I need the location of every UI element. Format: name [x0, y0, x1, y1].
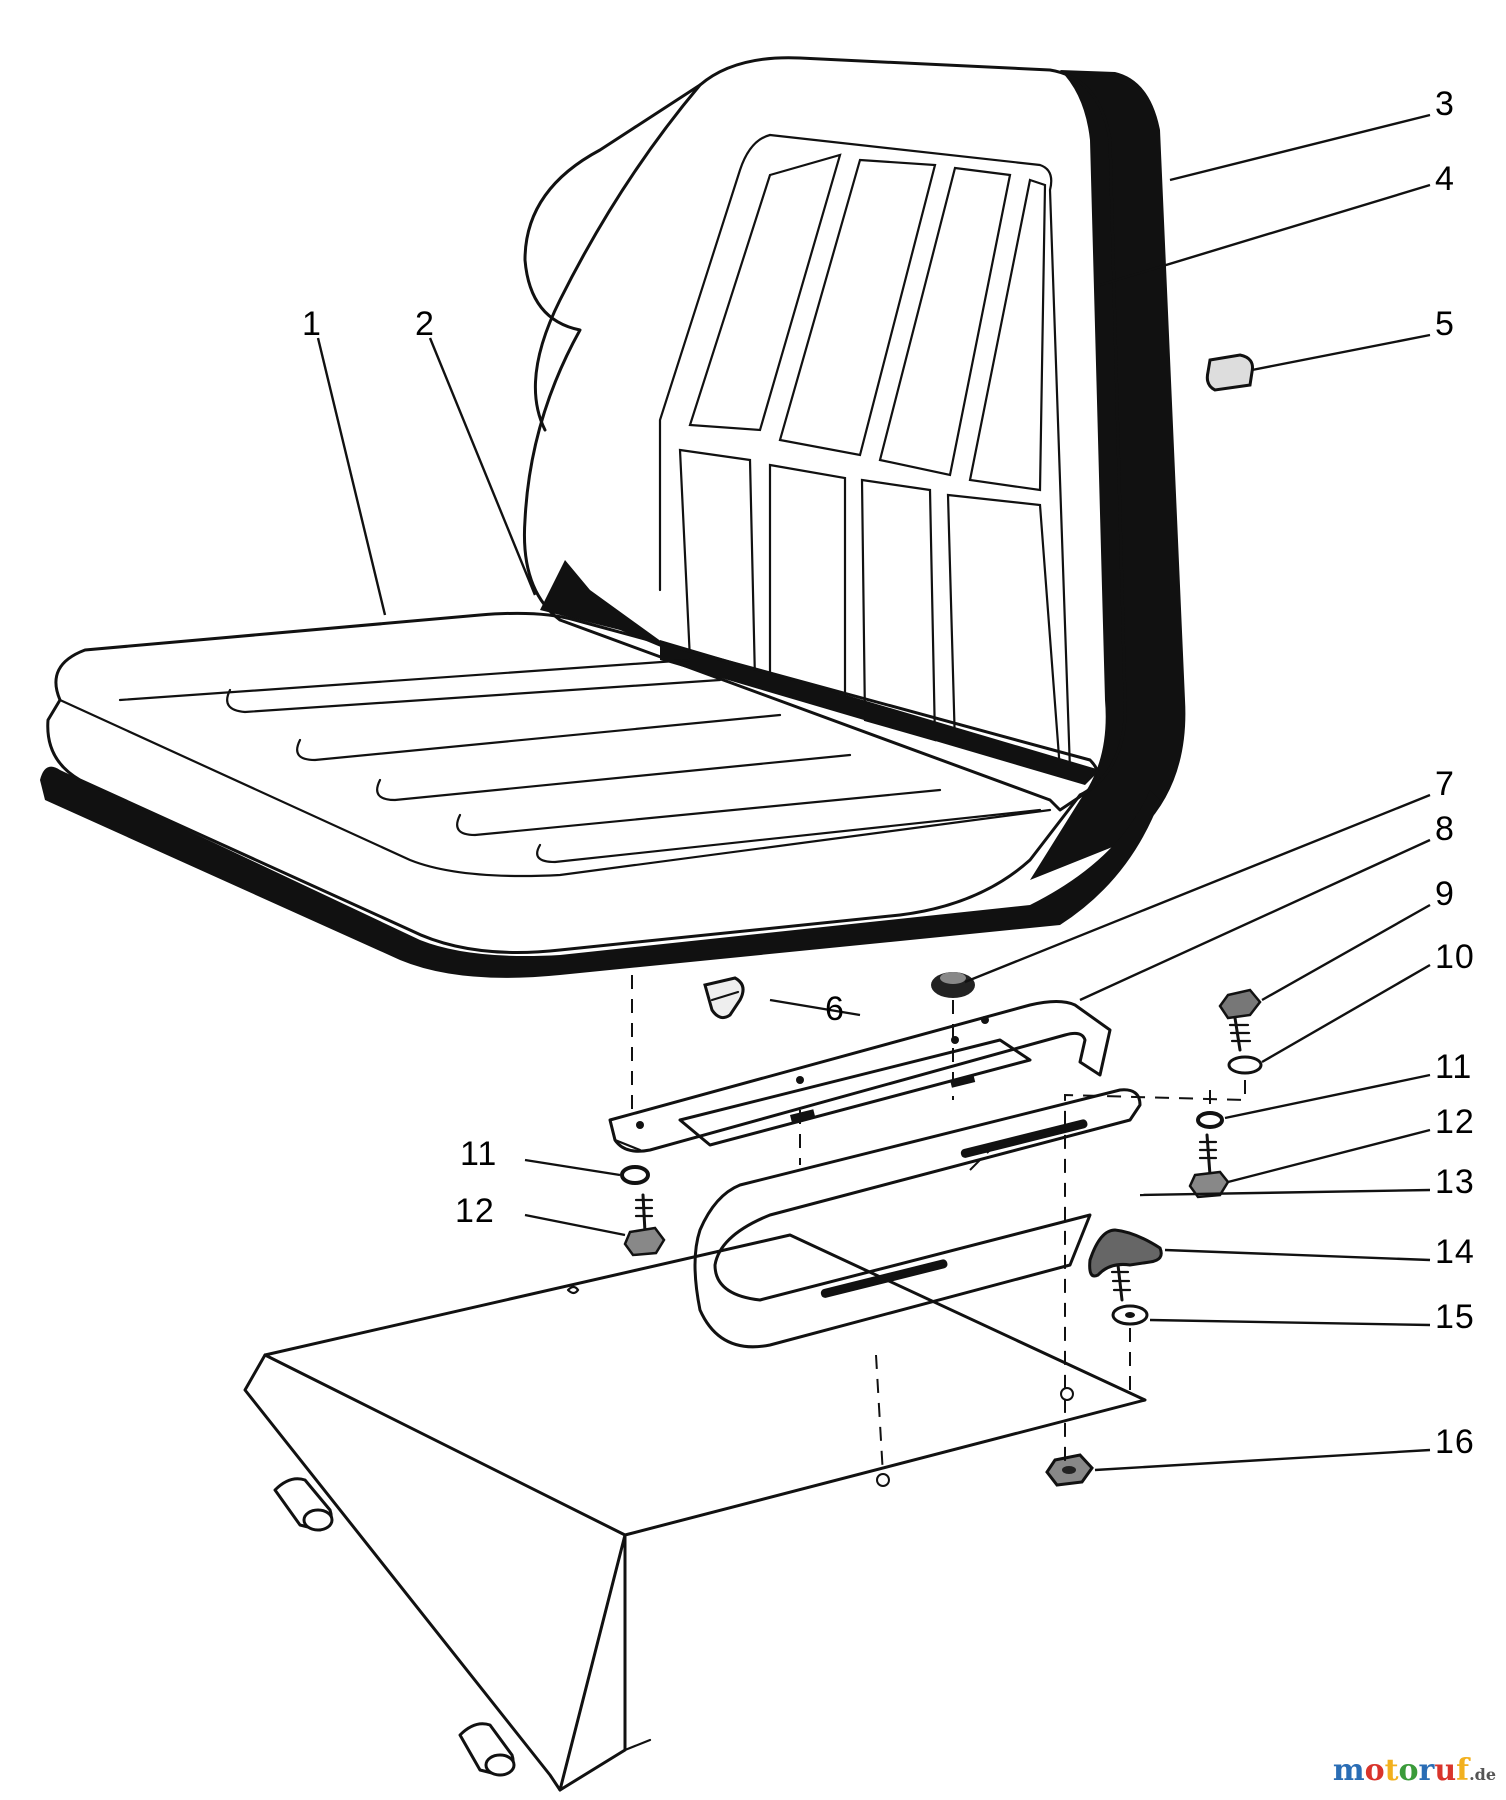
callout-12-right: 12 [1435, 1103, 1475, 1141]
callout-11-right: 11 [1435, 1048, 1472, 1086]
part-16-nut [1045, 1453, 1094, 1487]
callout-4: 4 [1435, 160, 1455, 198]
base-pan [243, 1233, 1147, 1792]
mount-plate [678, 1038, 1032, 1147]
part-6-clip [703, 976, 745, 1020]
callout-2: 2 [415, 305, 435, 343]
seat-cushion [40, 560, 1160, 978]
callout-13: 13 [1435, 1163, 1475, 1201]
callout-1: 1 [302, 305, 322, 343]
callout-8: 8 [1435, 810, 1455, 848]
callout-9: 9 [1435, 875, 1455, 913]
assembly-lines [631, 975, 1246, 1476]
part-5-cap [1205, 353, 1254, 392]
part-12-bolt-left [623, 1193, 666, 1257]
part-9-bolt [1218, 988, 1262, 1052]
callout-11-left: 11 [460, 1135, 497, 1173]
watermark-domain: .de [1469, 1765, 1496, 1784]
watermark-brand: motoruf [1332, 1753, 1470, 1788]
part-13-slide-rail [693, 1088, 1142, 1349]
callout-6: 6 [825, 990, 845, 1028]
part-8-bracket [608, 1000, 1112, 1153]
callout-15: 15 [1435, 1298, 1475, 1336]
part-11-washer-right [1196, 1111, 1224, 1129]
callout-12-left: 12 [455, 1192, 495, 1230]
callout-5: 5 [1435, 305, 1455, 343]
part-14-wing-knob [1088, 1228, 1163, 1302]
leader-lines [316, 113, 1431, 1472]
part-12-bolt-right [1188, 1133, 1230, 1199]
watermark-logo: motoruf.de [1333, 1753, 1496, 1788]
callout-7: 7 [1435, 765, 1455, 803]
part-10-washer [1227, 1055, 1263, 1075]
callout-16: 16 [1435, 1423, 1475, 1461]
part-15-washer [1111, 1304, 1149, 1326]
seat-back [522, 56, 1186, 880]
callout-labels: 1 2 3 4 5 6 7 8 9 10 11 11 12 12 13 14 1… [302, 85, 1475, 1461]
part-7-nut [931, 972, 975, 998]
callout-3: 3 [1435, 85, 1455, 123]
callout-14: 14 [1435, 1233, 1475, 1271]
part-11-washer-left [620, 1165, 650, 1185]
callout-10: 10 [1435, 938, 1475, 976]
